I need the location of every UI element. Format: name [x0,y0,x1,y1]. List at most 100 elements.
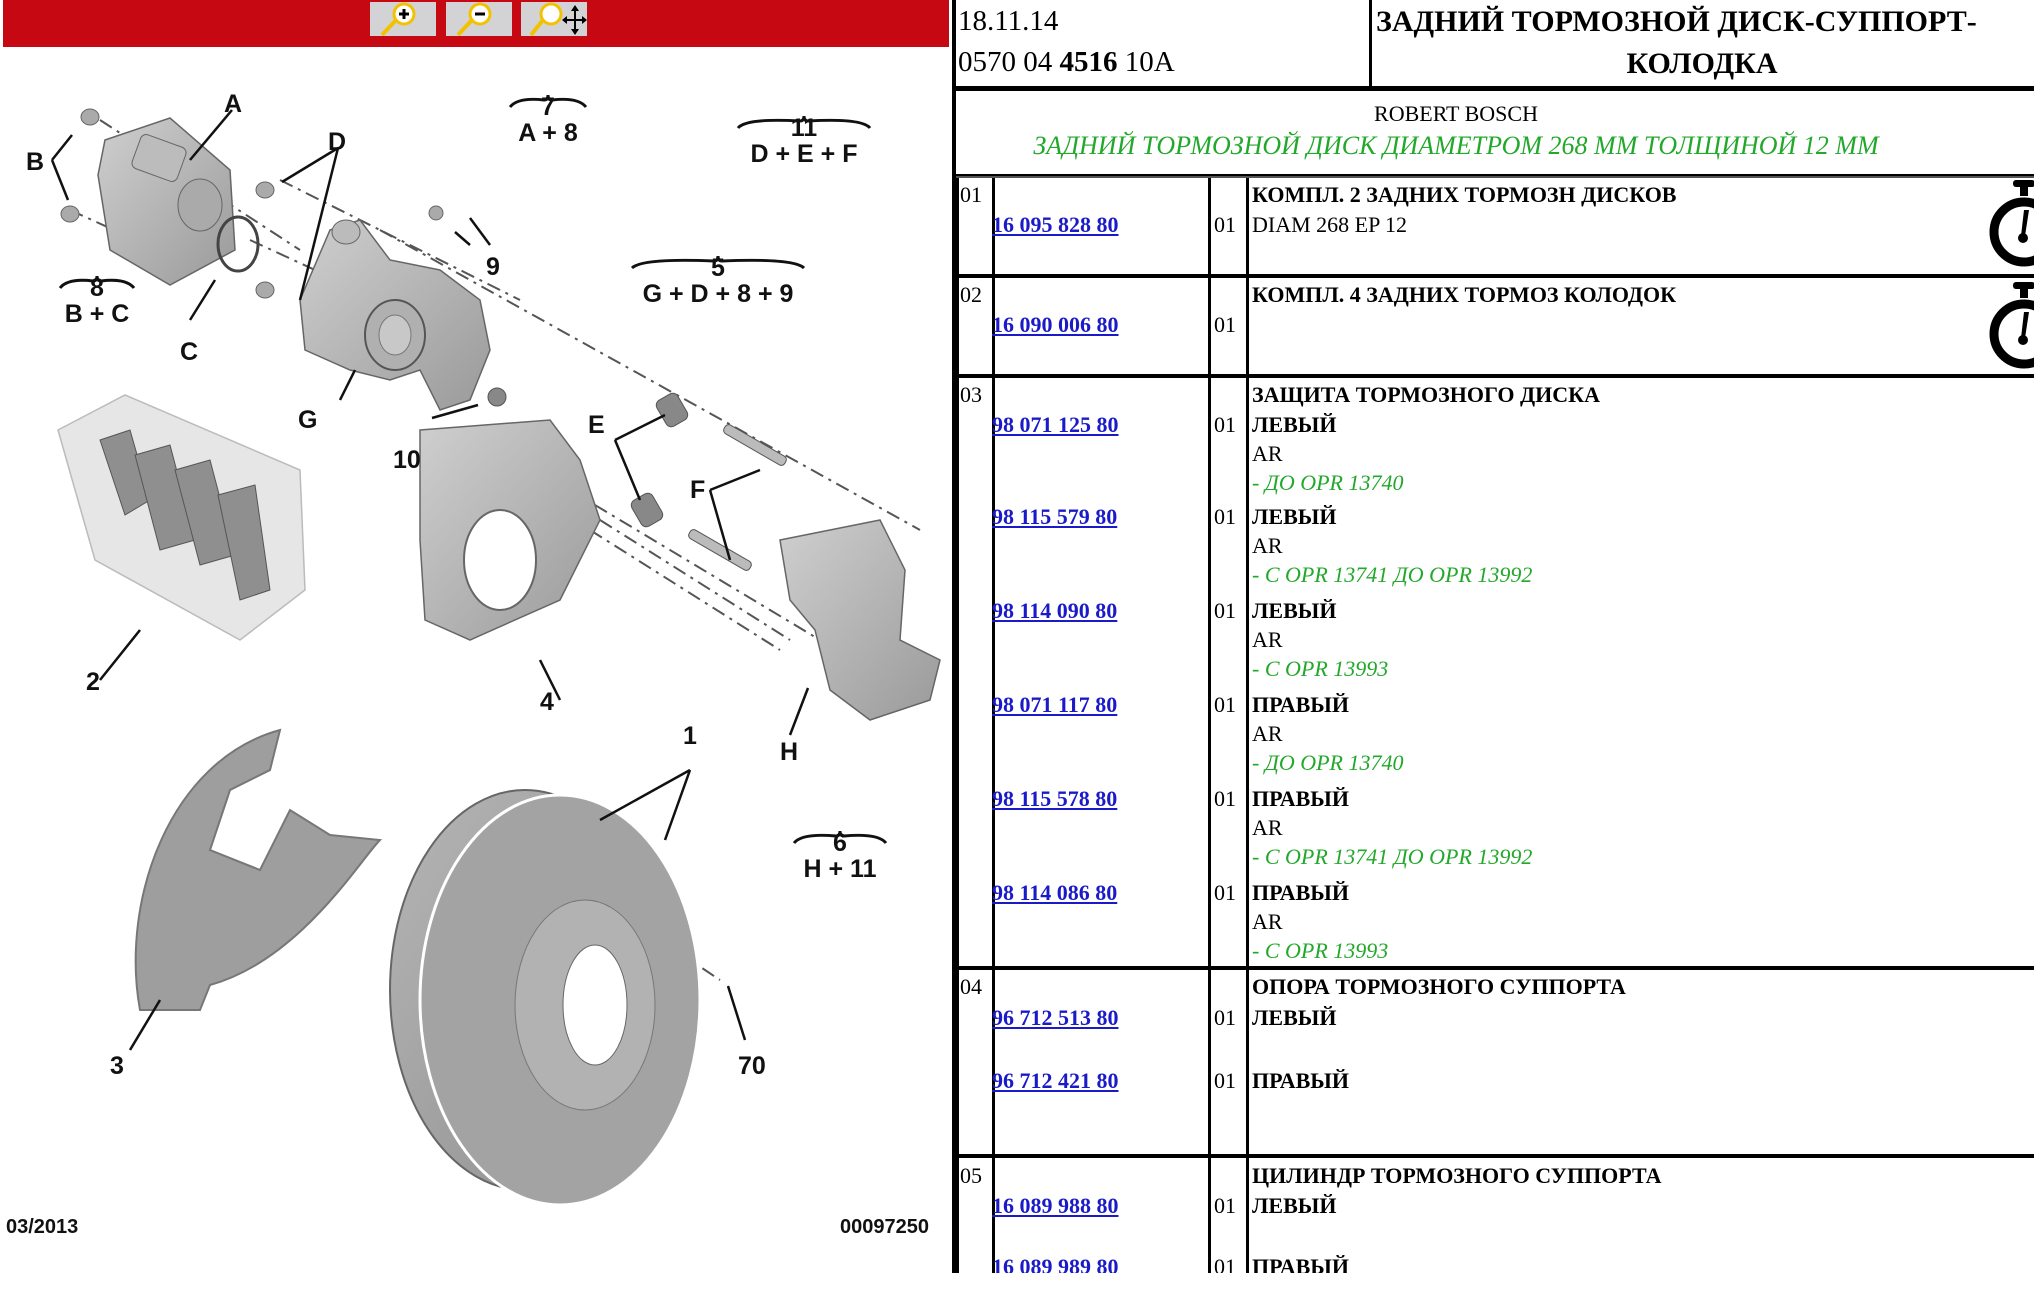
group-label-5[interactable]: 5 G + D + 8 + 9 [630,255,806,307]
parts-list-pane: 18.11.14 0570 04 4516 10A ЗАДНИЙ ТОРМОЗН… [952,0,2034,1273]
catalog-date: 18.11.14 [958,5,1059,37]
quantity: 01 [1214,504,1236,529]
pane-divider[interactable] [952,0,956,1273]
catalog-code: 0570 04 4516 10A [958,44,1175,80]
part-side: ЛЕВЫЙ [1252,598,1337,623]
diagram-toolbar [3,0,949,47]
position-number: 04 [960,974,982,999]
callout-C[interactable]: C [180,338,199,366]
callout-E[interactable]: E [588,411,605,439]
callout-2[interactable]: 2 [86,668,100,696]
applicability-condition: - С OPR 13993 [1252,938,1389,963]
brace-icon [630,255,806,269]
quantity: 01 [1214,1068,1236,1093]
brace-icon [508,94,588,108]
part-number-link[interactable]: 98 114 086 80 [992,880,1118,905]
subheader: ROBERT BOSCH ЗАДНИЙ ТОРМОЗНОЙ ДИСК ДИАМЕ… [956,91,2034,173]
quantity: 01 [1214,1254,1236,1273]
part-number-link[interactable]: 98 115 579 80 [992,504,1118,529]
quantity: 01 [1214,212,1236,237]
part-spec: AR [1252,909,1283,934]
part-group-title: ЦИЛИНДР ТОРМОЗНОГО СУППОРТА [1252,1163,1662,1188]
part-side: ЛЕВЫЙ [1252,1193,1337,1218]
brace-icon [792,830,888,844]
zoom-in-button[interactable] [370,2,436,36]
group-formula: G + D + 8 + 9 [642,280,794,308]
part-number-link[interactable]: 16 095 828 80 [992,212,1119,237]
callout-D[interactable]: D [328,128,347,156]
part-group-title: КОМПЛ. 2 ЗАДНИХ ТОРМОЗН ДИСКОВ [1252,182,1677,207]
stopwatch-icon[interactable] [1987,280,2034,372]
part-group-title: КОМПЛ. 4 ЗАДНИХ ТОРМОЗ КОЛОДОК [1252,282,1677,307]
part-side: ПРАВЫЙ [1252,1068,1350,1093]
quantity: 01 [1214,1005,1236,1030]
part-spec: AR [1252,815,1283,840]
group-formula: A + 8 [518,119,578,147]
group-label-11[interactable]: 11 D + E + F [736,115,872,167]
catalog-code-group: 4516 [1059,46,1118,78]
callout-3[interactable]: 3 [110,1052,124,1080]
part-spec: AR [1252,441,1283,466]
callout-70[interactable]: 70 [738,1052,766,1080]
callout-9[interactable]: 9 [486,253,500,281]
diagram-pane: A B C D E F G H 1 2 3 4 9 10 70 7 A + 8 … [0,0,952,1293]
column-divider [1208,178,1211,1273]
actuator-motor-part [97,117,236,286]
callout-10[interactable]: 10 [393,446,421,474]
callout-H[interactable]: H [780,738,799,766]
part-side: ЛЕВЫЙ [1252,1005,1337,1030]
header-rule [956,86,2034,91]
group-label-6[interactable]: 6 H + 11 [792,830,888,882]
part-number-link[interactable]: 96 712 421 80 [992,1068,1119,1093]
catalog-code-suffix: 10A [1117,46,1175,78]
disk-spec-note: ЗАДНИЙ ТОРМОЗНОЙ ДИСК ДИАМЕТРОМ 268 ММ Т… [1033,131,1879,160]
part-spec: DIAM 268 EP 12 [1252,212,1408,237]
brace-icon [58,275,136,289]
part-spec: AR [1252,533,1283,558]
callout-1[interactable]: 1 [683,722,697,750]
part-number-link[interactable]: 98 115 578 80 [992,786,1118,811]
zoom-out-button[interactable] [446,2,512,36]
row-divider [956,1154,2034,1158]
part-number-link[interactable]: 16 089 989 80 [992,1254,1119,1273]
part-number-link[interactable]: 98 114 090 80 [992,598,1118,623]
part-number-link[interactable]: 16 089 988 80 [992,1193,1119,1218]
callout-B[interactable]: B [26,148,45,176]
caliper-frame-part [779,519,941,721]
subheader-rule [956,174,2034,178]
quantity: 01 [1214,880,1236,905]
part-number-link[interactable]: 16 090 006 80 [992,312,1119,337]
dust-shield-part [134,728,383,1011]
part-spec: AR [1252,627,1283,652]
page-title: ЗАДНИЙ ТОРМОЗНОЙ ДИСК-СУППОРТ- КОЛОДКА [1372,0,2034,86]
brace-icon [736,115,872,129]
callout-A[interactable]: A [224,90,243,118]
stopwatch-icon[interactable] [1987,178,2034,270]
caliper-part [299,219,491,411]
part-number-link[interactable]: 98 071 125 80 [992,412,1119,437]
quantity: 01 [1214,598,1236,623]
callout-F[interactable]: F [690,476,706,504]
part-side: ПРАВЫЙ [1252,1254,1350,1273]
manufacturer-name: ROBERT BOSCH [1374,101,1538,126]
quantity: 01 [1214,786,1236,811]
column-divider [992,178,995,1273]
part-number-link[interactable]: 96 712 513 80 [992,1005,1119,1030]
callout-4[interactable]: 4 [540,688,554,716]
applicability-condition: - С OPR 13741 ДО OPR 13992 [1252,562,1533,587]
page-title-line-2: КОЛОДКА [1626,47,1778,80]
applicability-condition: - ДО OPR 13740 [1252,750,1404,775]
group-label-7[interactable]: 7 A + 8 [508,94,588,146]
group-label-8[interactable]: 8 B + C [58,275,136,327]
o-ring-part [216,215,260,273]
catalog-code-prefix: 0570 04 [958,46,1060,78]
callout-G[interactable]: G [298,406,318,434]
pan-zoom-button[interactable] [521,2,587,36]
magnifier-minus-icon [456,2,492,36]
part-number-link[interactable]: 98 071 117 80 [992,692,1118,717]
part-side: ЛЕВЫЙ [1252,504,1337,529]
diagram-image-code: 00097250 [840,1216,929,1238]
position-number: 01 [960,182,982,207]
quantity: 01 [1214,692,1236,717]
row-divider [956,966,2034,970]
